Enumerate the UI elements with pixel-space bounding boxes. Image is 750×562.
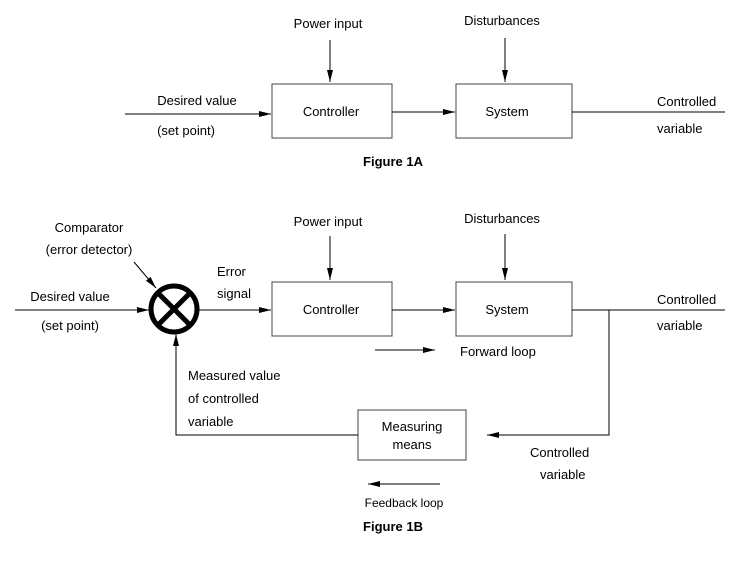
measuring-means-label-line1: Measuring bbox=[382, 419, 443, 434]
measured-value-label-line1: Measured value bbox=[188, 368, 281, 383]
fig-b-comparator-label: Comparator bbox=[55, 220, 124, 235]
fig-b-caption: Figure 1B bbox=[363, 519, 423, 534]
measured-value-label-line3: variable bbox=[188, 414, 234, 429]
fig-b-controlled-feedback-label: Controlled bbox=[530, 445, 589, 460]
figure-1a: Power input Disturbances Desired value (… bbox=[125, 13, 725, 169]
fig-a-system-box bbox=[455, 83, 573, 139]
feedback-loop-label: Feedback loop bbox=[365, 496, 444, 510]
fig-a-desired-value-label: Desired value bbox=[157, 93, 237, 108]
fig-a-set-point-label: (set point) bbox=[157, 123, 215, 138]
fig-a-controller-label: Controller bbox=[303, 104, 360, 119]
fig-b-feedback-to-measuring-arrow bbox=[487, 310, 610, 438]
fig-b-system-box bbox=[455, 281, 573, 337]
fig-a-system-label: System bbox=[485, 104, 528, 119]
fig-b-variable-label: variable bbox=[657, 318, 703, 333]
fig-a-caption: Figure 1A bbox=[363, 154, 424, 169]
fig-b-error-detector-label: (error detector) bbox=[46, 242, 133, 257]
fig-b-set-point-label: (set point) bbox=[41, 318, 99, 333]
measured-value-label-line2: of controlled bbox=[188, 391, 259, 406]
figure-1b: Comparator (error detector) Power input … bbox=[15, 211, 725, 534]
fig-a-disturbances-label: Disturbances bbox=[464, 13, 540, 28]
fig-b-comparator-pointer-arrow bbox=[133, 261, 157, 289]
fig-b-controller-label: Controller bbox=[303, 302, 360, 317]
measuring-means-box bbox=[357, 409, 467, 461]
comparator-symbol bbox=[148, 283, 200, 335]
fig-b-system-label: System bbox=[485, 302, 528, 317]
fig-b-controller-box bbox=[271, 281, 393, 337]
fig-b-desired-value-label: Desired value bbox=[30, 289, 110, 304]
fig-a-power-input-label: Power input bbox=[294, 16, 363, 31]
fig-a-controlled-label: Controlled bbox=[657, 94, 716, 109]
forward-loop-label: Forward loop bbox=[460, 344, 536, 359]
fig-b-disturbances-label: Disturbances bbox=[464, 211, 540, 226]
fig-b-signal-label: signal bbox=[217, 286, 251, 301]
fig-b-power-input-label: Power input bbox=[294, 214, 363, 229]
fig-b-controlled-label: Controlled bbox=[657, 292, 716, 307]
fig-b-feedback-to-comparator-arrow bbox=[173, 334, 358, 436]
fig-a-controller-box bbox=[271, 83, 393, 139]
fig-a-variable-label: variable bbox=[657, 121, 703, 136]
fig-b-error-label: Error bbox=[217, 264, 247, 279]
measuring-means-label-line2: means bbox=[392, 437, 432, 452]
fig-b-variable-feedback-label: variable bbox=[540, 467, 586, 482]
